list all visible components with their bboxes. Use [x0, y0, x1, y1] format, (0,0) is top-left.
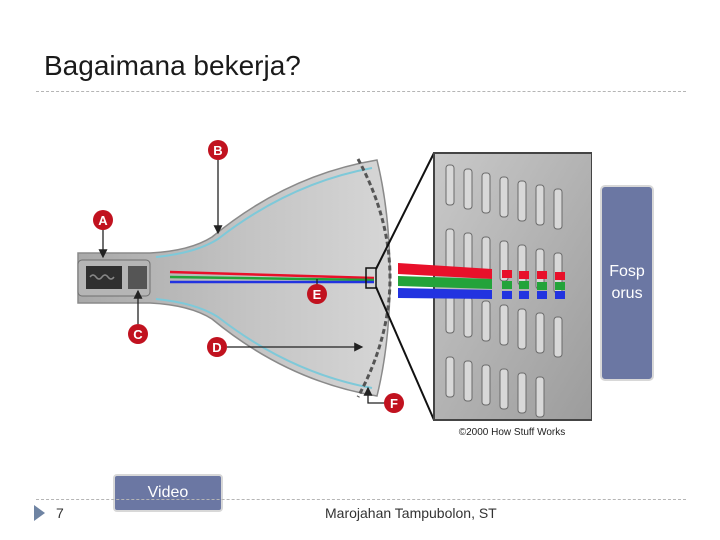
callout-labels: A B C D E F — [93, 140, 404, 413]
phosphor-dots — [502, 270, 565, 299]
shadow-mask-slots — [445, 164, 563, 418]
label-f-badge — [384, 393, 404, 413]
crt-diagram: A B C D E F ©2000 How Stuff Works — [77, 140, 592, 438]
video-button[interactable]: Video — [113, 474, 223, 512]
label-b-badge — [208, 140, 228, 160]
diagram-copyright: ©2000 How Stuff Works — [459, 427, 566, 438]
label-a: A — [98, 213, 108, 228]
beam-green — [169, 275, 375, 282]
label-f: F — [390, 396, 398, 411]
label-d-badge — [207, 337, 227, 357]
crt-screen-face — [356, 158, 392, 398]
footer-divider — [36, 499, 686, 500]
magnify-frame — [365, 267, 377, 289]
label-c: C — [133, 327, 143, 342]
fosforus-button[interactable]: Fosporus — [600, 185, 654, 381]
conductive-coating — [128, 266, 147, 289]
magnified-beam-blue — [398, 288, 492, 299]
label-c-badge — [128, 324, 148, 344]
title-divider — [36, 91, 686, 92]
video-button-label: Video — [147, 484, 189, 501]
page-arrow-icon — [34, 505, 45, 521]
cathode — [86, 266, 122, 289]
label-e: E — [313, 287, 322, 302]
author-name: Marojahan Tampubolon, ST — [325, 505, 497, 521]
page-title: Bagaimana bekerja? — [44, 50, 301, 81]
label-a-badge — [93, 210, 113, 230]
label-e-badge — [307, 284, 327, 304]
label-d: D — [212, 340, 221, 355]
beam-red — [169, 270, 375, 280]
magnified-beam-green — [398, 276, 492, 289]
page-number: 7 — [56, 505, 64, 521]
fosforus-button-label: Fosporus — [609, 263, 645, 302]
crt-inner-coating — [155, 167, 373, 258]
magnified-beam-red — [398, 263, 492, 279]
label-b: B — [213, 143, 222, 158]
